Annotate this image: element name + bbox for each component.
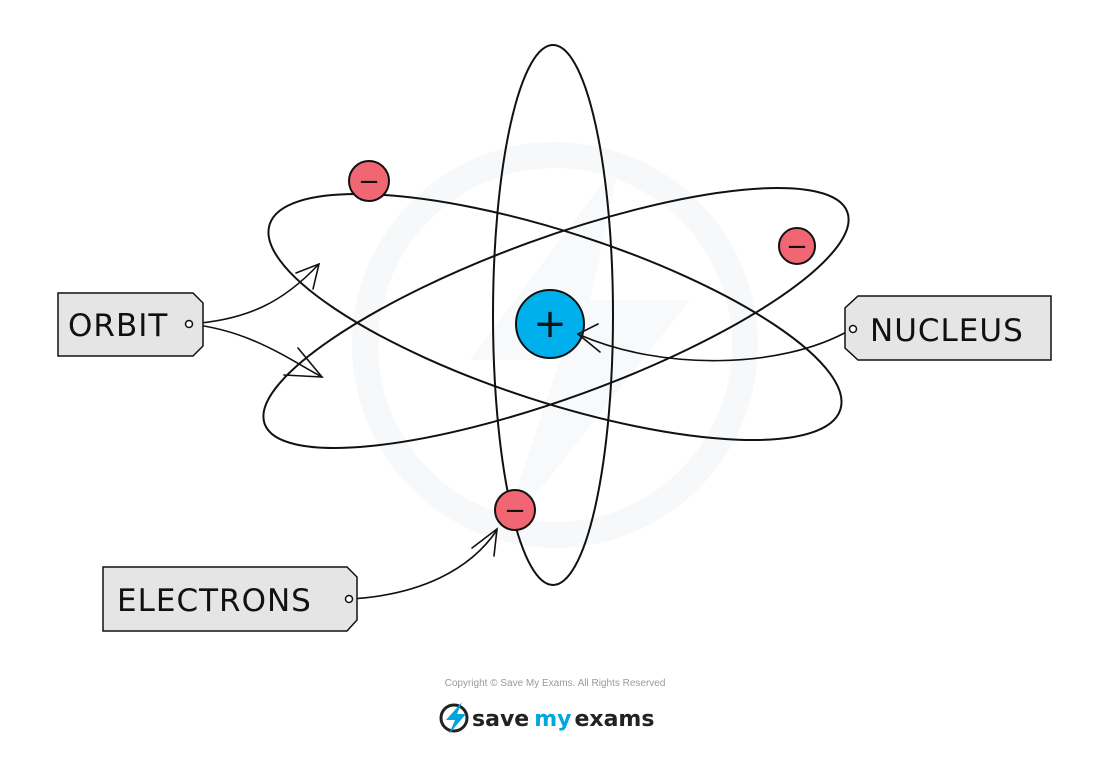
electron-sign: − bbox=[358, 167, 380, 197]
orbit-arrow-upper bbox=[188, 264, 319, 325]
orbit-arrow-lower bbox=[188, 323, 323, 378]
electron-right: − bbox=[778, 227, 816, 265]
electrons-arrow-head bbox=[471, 527, 499, 557]
orbit-arrow-lower-head bbox=[283, 347, 324, 378]
lightning-bolt-icon bbox=[439, 702, 469, 734]
electron-top-left: − bbox=[348, 160, 390, 202]
orbit-arrow-upper-head bbox=[295, 262, 321, 290]
watermark-logo bbox=[352, 142, 758, 548]
orbit-descending bbox=[267, 192, 843, 442]
copyright-text: Copyright © Save My Exams. All Rights Re… bbox=[445, 678, 666, 689]
orbit-label-tag: ORBIT bbox=[57, 292, 204, 357]
orbit-ascending bbox=[262, 187, 850, 449]
electrons-label-tag: ELECTRONS bbox=[102, 566, 358, 632]
nucleus-arrow bbox=[579, 329, 851, 362]
electron-sign: − bbox=[786, 232, 808, 262]
orbit-paths bbox=[262, 44, 850, 586]
label-arrows bbox=[188, 262, 851, 600]
electrons-arrow bbox=[349, 529, 498, 600]
orbit-label: ORBIT bbox=[68, 308, 168, 344]
electron-sign: − bbox=[504, 496, 526, 526]
nucleus-arrow-head bbox=[576, 323, 601, 353]
orbit-vertical bbox=[492, 44, 614, 586]
electrons-label: ELECTRONS bbox=[117, 583, 312, 619]
nucleus-label: NUCLEUS bbox=[870, 313, 1024, 349]
nucleus-sign: + bbox=[533, 301, 567, 347]
nucleus: + bbox=[515, 289, 585, 359]
nucleus-label-tag: NUCLEUS bbox=[844, 295, 1052, 361]
electron-bottom: − bbox=[494, 489, 536, 531]
